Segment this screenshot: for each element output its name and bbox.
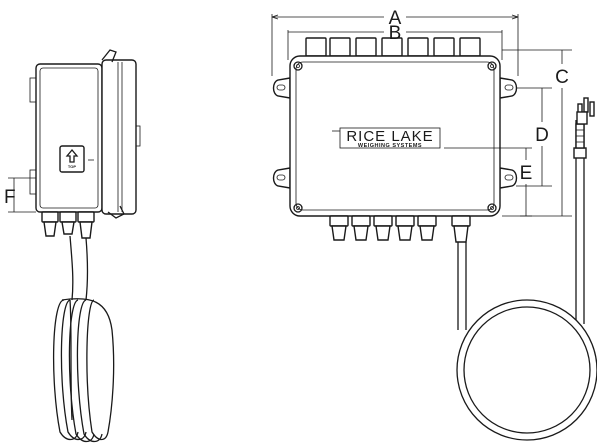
dim-label-b: B [389, 23, 402, 44]
dim-label-c: C [555, 67, 569, 88]
cable-plug [573, 97, 595, 159]
side-cable [52, 235, 115, 443]
dim-label-d: D [535, 125, 549, 146]
dimension-c: C [502, 49, 572, 217]
brand-logo: RICE LAKE WEIGHING SYSTEMS [332, 127, 441, 149]
dimension-e: E [444, 147, 533, 217]
brand-name: RICE LAKE [346, 128, 433, 145]
dim-label-e: E [520, 163, 533, 184]
dimension-f: F [4, 177, 36, 213]
side-view: TOP F [4, 49, 141, 443]
dim-label-a: A [389, 8, 402, 29]
front-view: RICE LAKE WEIGHING SYSTEMS [272, 37, 597, 441]
dim-label-f: F [4, 187, 16, 208]
top-label: TOP [59, 145, 94, 173]
dimension-d: D [516, 87, 552, 187]
dimension-a: A [271, 8, 519, 76]
dimension-b: B [287, 23, 503, 60]
top-label-text: TOP [68, 164, 76, 169]
brand-tagline: WEIGHING SYSTEMS [358, 143, 422, 149]
